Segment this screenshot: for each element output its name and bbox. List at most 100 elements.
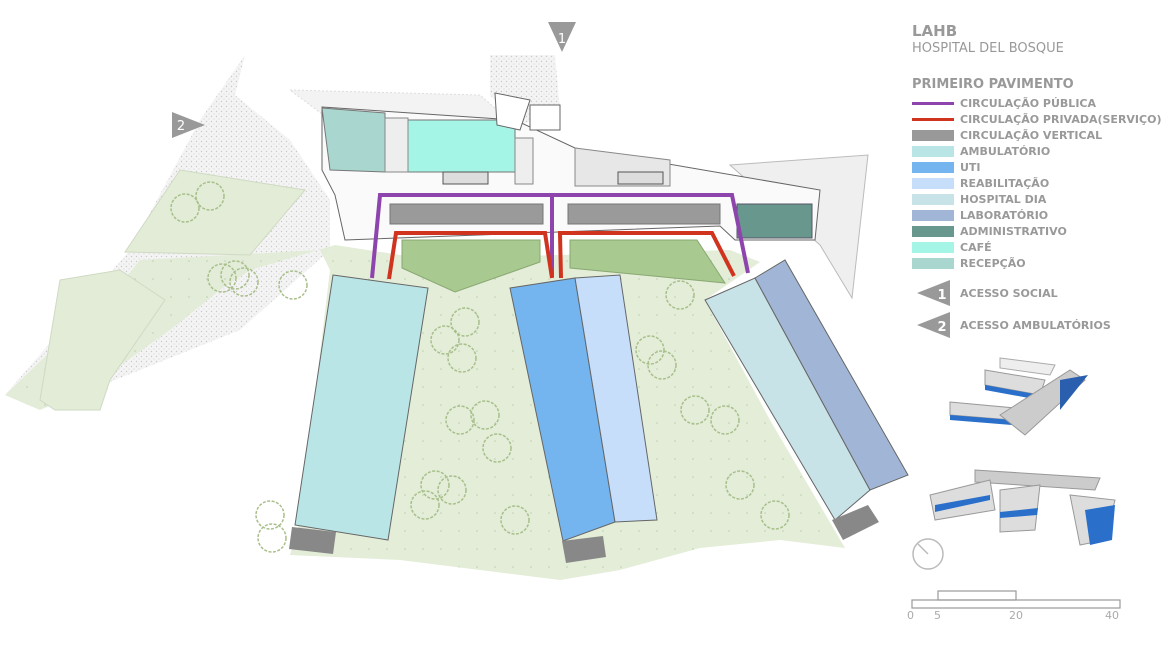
- scale-tick: 20: [1009, 609, 1023, 622]
- legend-label: HOSPITAL DIA: [960, 192, 1047, 206]
- access-arrow-icon: 2: [917, 312, 950, 338]
- scale-tick: 0: [907, 609, 914, 622]
- tree-icon: [195, 181, 225, 211]
- legend-line-swatch: [912, 101, 954, 105]
- stair-block: [832, 505, 879, 540]
- tree-icon: [635, 335, 665, 365]
- legend-color-swatch: [912, 129, 954, 141]
- private-circulation-path: [387, 231, 736, 280]
- legend-item: LABORATÓRIO: [912, 207, 1161, 223]
- stair-block: [562, 536, 606, 563]
- access-arrow-icon: 1: [917, 280, 950, 306]
- administrativo-area: [736, 203, 813, 239]
- stair: [442, 171, 489, 185]
- legend-item: CIRCULAÇÃO PÚBLICA: [912, 95, 1161, 111]
- laboratorio-wing: [754, 259, 909, 491]
- legend: LAHB HOSPITAL DEL BOSQUE PRIMEIRO PAVIME…: [912, 22, 1161, 341]
- tree-icon: [445, 405, 475, 435]
- access-label: ACESSO SOCIAL: [960, 286, 1058, 300]
- tree-icon: [760, 500, 790, 530]
- tree-icon: [430, 325, 460, 355]
- tree-icon: [420, 470, 450, 500]
- tree-icon: [410, 490, 440, 520]
- green-lawn-left: [39, 269, 166, 411]
- courtyard-left: [401, 239, 541, 293]
- legend-item: REABILITAÇÃO: [912, 175, 1161, 191]
- scale-bar: 0 5 20 40: [905, 585, 1125, 622]
- stair-block: [289, 527, 336, 554]
- stair: [617, 171, 664, 185]
- legend-label: CIRCULAÇÃO PÚBLICA: [960, 96, 1096, 110]
- legend-item: AMBULATÓRIO: [912, 143, 1161, 159]
- tree-icon: [680, 395, 710, 425]
- legend-color-swatch: [912, 209, 954, 221]
- axonometric-view-1: [949, 357, 1088, 436]
- tree-icon: [725, 470, 755, 500]
- legend-item: HOSPITAL DIA: [912, 191, 1161, 207]
- tree-icon: [207, 263, 237, 293]
- tree-icon: [470, 400, 500, 430]
- main-building: [321, 92, 821, 241]
- legend-color-swatch: [912, 241, 954, 253]
- tree-icon: [229, 267, 259, 297]
- vertical-circulation-right: [567, 203, 721, 225]
- recepcao-area: [321, 107, 386, 173]
- axonometric-view-2: [929, 469, 1116, 546]
- public-circulation-path: [370, 193, 750, 279]
- access-marker-number: 2: [177, 119, 185, 134]
- project-title: LAHB: [912, 22, 958, 40]
- tree-icon: [482, 433, 512, 463]
- legend-label: LABORATÓRIO: [960, 208, 1049, 222]
- access-marker-1: 1: [548, 22, 576, 52]
- access-label: ACESSO AMBULATÓRIOS: [960, 318, 1111, 332]
- north-compass-icon: [912, 538, 944, 570]
- tree-icon: [665, 280, 695, 310]
- tree-icon: [170, 193, 200, 223]
- legend-color-swatch: [912, 193, 954, 205]
- courtyard-right: [569, 239, 726, 284]
- legend-color-swatch: [912, 177, 954, 189]
- tree-icon: [447, 343, 477, 373]
- legend-item: RECEPÇÃO: [912, 255, 1161, 271]
- tree-icon: [220, 260, 250, 290]
- legend-label: CIRCULAÇÃO PRIVADA(SERVIÇO): [960, 112, 1162, 126]
- legend-label: CAFÉ: [960, 240, 992, 254]
- legend-color-swatch: [912, 145, 954, 157]
- legend-item: CAFÉ: [912, 239, 1161, 255]
- access-number: 2: [937, 320, 946, 335]
- legend-item: CIRCULAÇÃO PRIVADA(SERVIÇO): [912, 111, 1161, 127]
- legend-color-swatch: [912, 225, 954, 237]
- cafe-area: [407, 119, 516, 173]
- tree-icon: [450, 307, 480, 337]
- green-lawn-top-left: [124, 169, 306, 256]
- legend-label: ADMINISTRATIVO: [960, 224, 1067, 238]
- legend-item: ADMINISTRATIVO: [912, 223, 1161, 239]
- access-legend-item: 2 ACESSO AMBULATÓRIOS: [912, 309, 1161, 341]
- floor-title: PRIMEIRO PAVIMENTO: [912, 77, 1074, 92]
- access-legend-item: 1 ACESSO SOCIAL: [912, 277, 1161, 309]
- reabilitacao-wing: [574, 274, 658, 523]
- tree-icon: [647, 350, 677, 380]
- legend-label: AMBULATÓRIO: [960, 144, 1051, 158]
- legend-label: REABILITAÇÃO: [960, 176, 1050, 190]
- tree-icon: [278, 270, 308, 300]
- legend-item: CIRCULAÇÃO VERTICAL: [912, 127, 1161, 143]
- tree-icon: [257, 523, 287, 553]
- tree-icon: [710, 405, 740, 435]
- legend-label: CIRCULAÇÃO VERTICAL: [960, 128, 1103, 142]
- ambulatorio-wing: [294, 274, 429, 541]
- tree-icon: [437, 475, 467, 505]
- legend-line-swatch: [912, 117, 954, 121]
- vertical-circulation-left: [389, 203, 544, 225]
- legend-label: RECEPÇÃO: [960, 256, 1026, 270]
- legend-color-swatch: [912, 257, 954, 269]
- tree-icon: [255, 500, 285, 530]
- access-marker-2: 2: [172, 112, 205, 138]
- access-number: 1: [937, 288, 946, 303]
- legend-item: UTI: [912, 159, 1161, 175]
- trees: [170, 181, 790, 553]
- scale-tick: 40: [1105, 609, 1119, 622]
- tree-icon: [500, 505, 530, 535]
- legend-label: UTI: [960, 160, 981, 174]
